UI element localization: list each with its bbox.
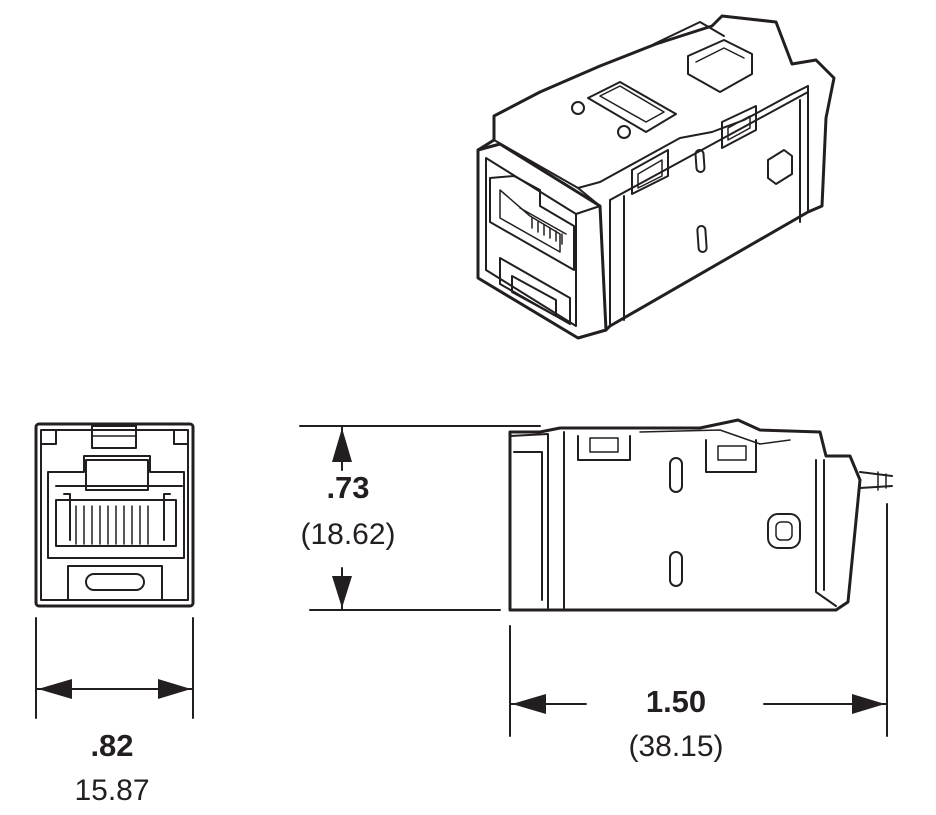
arrow-left-icon [512,694,546,714]
dimension-arrows [38,428,885,714]
isometric-view [476,14,836,340]
arrow-left-icon [38,679,72,699]
side-view [508,418,893,612]
arrow-down-icon [332,576,352,608]
front-view [34,422,195,608]
dimension-lines [35,425,888,737]
width-inches: .82 [90,728,133,763]
arrow-right-icon [852,694,885,714]
height-inches: .73 [326,470,369,505]
arrow-right-icon [158,679,191,699]
arrow-up-icon [332,428,352,462]
length-mm: (38.15) [628,730,723,763]
width-mm: 15.87 [74,774,149,807]
length-inches: 1.50 [646,684,706,719]
height-mm: (18.62) [300,518,395,551]
